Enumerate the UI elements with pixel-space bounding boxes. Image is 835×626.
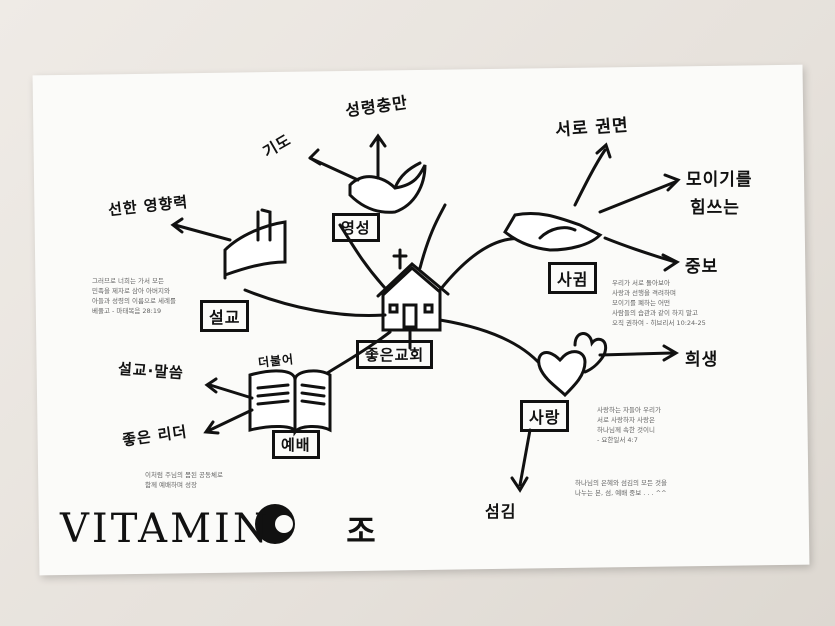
note-love: 사랑하는 자들아 우리가 서로 사랑하자 사랑은 하나님께 속한 것이니 - 요… [597, 406, 661, 444]
dove-icon [348, 161, 427, 214]
label-worship: 예배 [272, 430, 320, 459]
label-spirit: 영성 [332, 213, 380, 242]
label-gather2: 힘쓰는 [690, 198, 740, 218]
label-fellowship: 사귐 [548, 262, 598, 294]
note-sermon: 그러므로 너희는 가서 모든 민족을 제자로 삼아 아버지와 아들과 성령의 이… [92, 277, 176, 315]
megaphone-icon [223, 208, 287, 280]
title-vitamin: VITAMIN [60, 506, 271, 552]
church-icon [376, 248, 450, 332]
poster-title: VITAMIN 조 [60, 506, 379, 552]
label-sacrifice: 희생 [685, 350, 719, 370]
label-serve: 섬김 [485, 502, 517, 521]
title-suffix: 조 [346, 512, 379, 550]
label-intercede: 중보 [685, 257, 719, 277]
label-love: 사랑 [520, 400, 570, 432]
label-center-church: 좋은교회 [356, 340, 434, 369]
label-gather: 모이기를 [686, 170, 753, 190]
note-worship: 이처럼 주님의 몸된 공동체로 함께 예배하며 성장 [145, 471, 223, 489]
vitamin-c-logo [255, 504, 295, 544]
label-sermon: 설교 [200, 300, 250, 332]
note-love-2: 하나님의 은혜와 섬김의 모든 것을 나누는 본, 섬, 예배 중보 . . .… [575, 479, 667, 497]
label-sermon-word: 설교·말씀 [117, 359, 185, 383]
bible-icon [248, 369, 332, 437]
note-fellowship: 우리가 서로 돌아보아 사랑과 선행을 격려하며 모이기를 폐하는 어떤 사람들… [612, 279, 706, 327]
handshake-icon [503, 211, 603, 252]
hearts-icon [537, 332, 607, 398]
label-each-other: 서로 권면 [554, 115, 630, 141]
